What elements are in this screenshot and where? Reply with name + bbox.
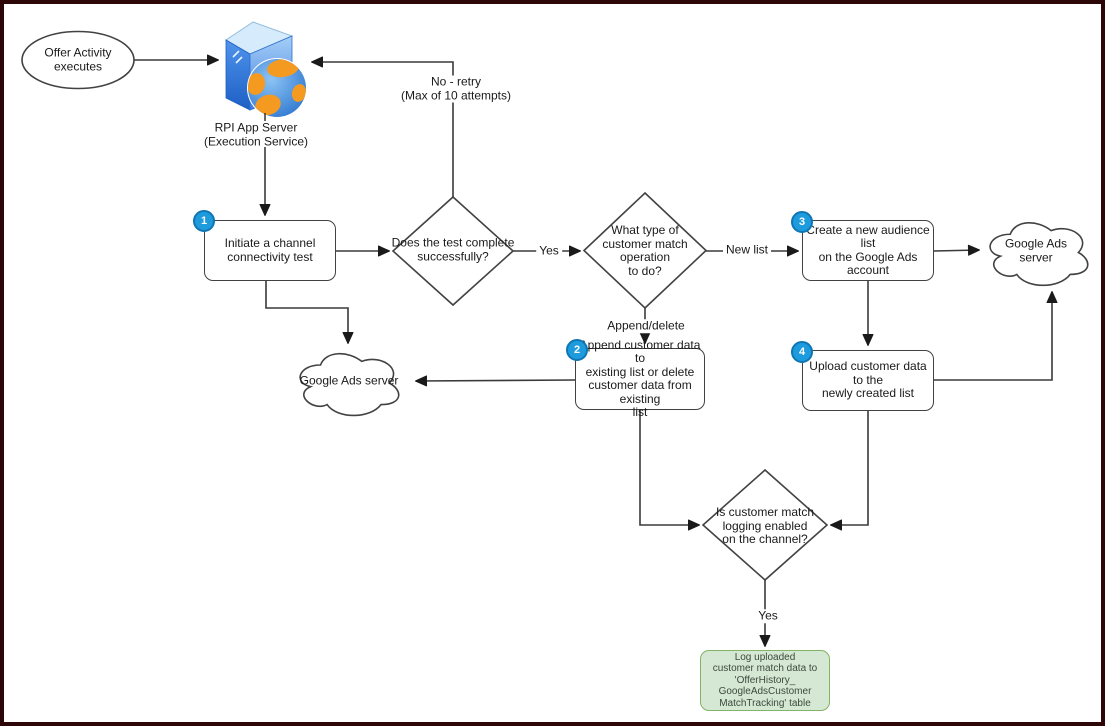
- edge-label-yes-logging: Yes: [755, 609, 781, 623]
- edge-label-no-retry: No - retry (Max of 10 attempts): [397, 75, 515, 103]
- connector-step4-to-logging: [830, 411, 869, 531]
- cloud-left-label: Google Ads server: [299, 373, 399, 388]
- cloud-right-label: Google Ads server: [1004, 236, 1068, 264]
- connector-retry-to-server: [311, 56, 454, 197]
- server-label: RPI App Server (Execution Service): [203, 120, 309, 148]
- step2-badge: 2: [566, 339, 588, 361]
- connector-step2-to-cloud-left: [415, 375, 576, 387]
- step3-badge: 3: [791, 211, 813, 233]
- decision-diamond-test-complete: [391, 195, 515, 307]
- connector-step4-to-cloud-right: [934, 291, 1058, 381]
- decision-test-complete-label: Does the test complete successfully?: [391, 235, 515, 263]
- step1-badge: 1: [193, 210, 215, 232]
- step4-box: Upload customer data to the newly create…: [802, 350, 934, 411]
- decision-match-operation-label: What type of customer match operation to…: [602, 223, 688, 278]
- edge-label-new-list: New list: [722, 243, 772, 257]
- edge-label-yes-test: Yes: [536, 244, 562, 258]
- step3-box: Create a new audience list on the Google…: [802, 220, 934, 281]
- edge-label-append-delete: Append/delete: [604, 319, 688, 333]
- cloud-right: [989, 222, 1089, 287]
- connector-step1-to-cloud-left: [265, 281, 354, 344]
- log-table-box: Log uploaded customer match data to 'Off…: [700, 650, 830, 711]
- start-label: Offer Activity executes: [44, 45, 112, 73]
- step2-box: Append customer data to existing list or…: [575, 338, 705, 419]
- step4-badge: 4: [791, 341, 813, 363]
- server-globe-icon: [225, 21, 307, 121]
- decision-logging-enabled-label: Is customer match logging enabled on the…: [715, 504, 815, 546]
- step1-box: Initiate a channel connectivity test: [204, 220, 336, 281]
- cloud-left: [299, 352, 400, 417]
- connector-step2-to-logging: [639, 410, 700, 531]
- connector-step3-to-cloud-right: [933, 244, 980, 256]
